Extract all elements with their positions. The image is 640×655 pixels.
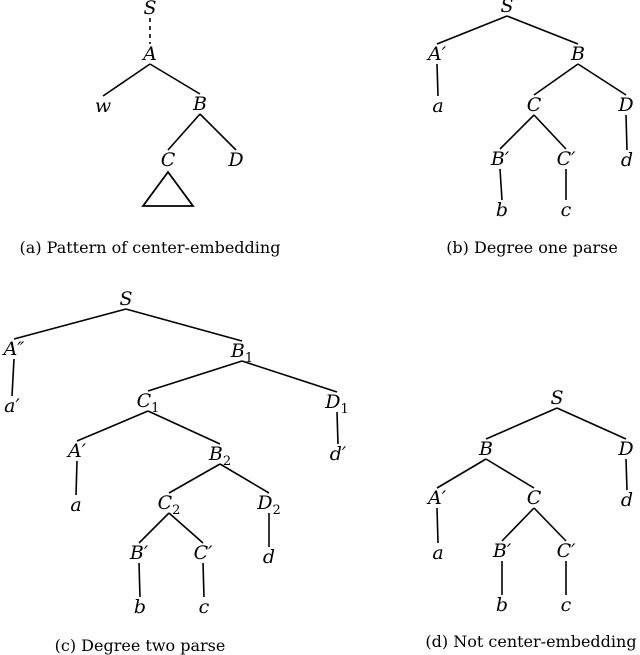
edge-B-C (167, 113, 201, 151)
caption-d: (d) Not center-embedding (425, 632, 636, 651)
edge-A1-a (75, 460, 78, 496)
panel-b: S A′ a B C Dd B′ C′ b c (b) Degree one parse (426, 0, 634, 257)
node-A1: A′ (426, 487, 447, 509)
node-d: d (263, 546, 275, 568)
edge-C2-Bp (138, 512, 170, 544)
panel-a: S Aw B C D (a) Pattern of center-embedding (20, 0, 281, 257)
node-c: c (199, 596, 210, 618)
edge-B-C (485, 458, 535, 489)
subtree-triangle (141, 170, 195, 207)
edge-C1-A1 (76, 410, 149, 442)
node-A2: A″ (2, 338, 25, 360)
panel-d: S B Dd A′ a C B′ C′ b c (d) Not center-embedding (425, 387, 636, 651)
edge-S-B (506, 15, 579, 45)
edge-A-w (102, 63, 151, 97)
node-A1: A′ (66, 440, 87, 462)
caption-a: (a) Pattern of center-embedding (20, 238, 281, 257)
node-subscript: 2 (272, 503, 280, 518)
node-B: B (570, 43, 585, 65)
node-D: D (617, 94, 633, 116)
node-S: S (500, 0, 513, 17)
edge-C-B1 (499, 114, 535, 150)
node-d: d (621, 489, 633, 511)
node-a: a (70, 494, 81, 516)
node-Bp: B′ (129, 542, 149, 564)
node-Cp: C′ (557, 540, 577, 562)
edge-D-d (625, 458, 628, 491)
edge-B-C (533, 63, 579, 96)
node-C: C (527, 487, 542, 509)
node-B: B (192, 93, 207, 115)
edge-A1-a (436, 63, 439, 97)
node-C1: C′ (557, 148, 577, 170)
edge-B-A1 (436, 458, 487, 489)
edge-C1-B2 (147, 410, 221, 445)
node-S: S (550, 387, 563, 409)
node-c: c (561, 594, 572, 616)
edge-B-D (199, 113, 237, 151)
node-S: S (143, 0, 156, 19)
node-A: A (141, 43, 157, 65)
edge-A1-a (436, 507, 439, 544)
node-B1: B1 (230, 340, 253, 366)
edge-D1-d1 (336, 411, 339, 445)
node-C: C (527, 94, 542, 116)
edge-B2-C2 (168, 463, 221, 494)
node-B: B (478, 438, 493, 460)
edge-C2-Cp (168, 512, 204, 544)
edge-Cp-c (202, 562, 205, 598)
node-B1: B′ (490, 148, 510, 170)
edge-C-C1 (533, 114, 567, 150)
node-d1: d′ (330, 443, 347, 465)
node-D: D (617, 438, 633, 460)
node-subscript: 1 (340, 402, 348, 417)
node-d: d (621, 149, 633, 171)
edge-A2-a1 (11, 358, 15, 397)
edge-A-B (149, 63, 201, 95)
edge-B2-D2 (219, 463, 270, 494)
node-a: a (432, 95, 443, 117)
edge-S-B1 (125, 308, 243, 342)
edge-B1-C1 (147, 360, 243, 392)
node-subscript: 2 (172, 503, 180, 518)
edge-D-d (625, 114, 628, 151)
node-C1: C1 (137, 390, 160, 416)
node-subscript: 2 (223, 454, 231, 469)
caption-b: (b) Degree one parse (446, 238, 618, 257)
edge-C-Cp (533, 507, 567, 542)
node-a: a (432, 542, 443, 564)
node-S: S (119, 288, 132, 310)
node-c: c (561, 199, 572, 221)
node-A1: A′ (426, 43, 447, 65)
node-C: C (161, 149, 176, 171)
node-D: D (227, 149, 243, 171)
edge-S-D (556, 407, 627, 440)
node-Cp: C′ (194, 542, 214, 564)
edge-S-B (485, 407, 558, 440)
edge-B-D (577, 63, 627, 96)
node-b: b (496, 594, 508, 616)
edge-C-Bp (501, 507, 535, 542)
node-b: b (134, 596, 146, 618)
node-a1: a′ (4, 395, 20, 417)
node-subscript: 1 (245, 351, 253, 366)
edge-S-A1 (436, 15, 508, 45)
node-Bp: B′ (492, 540, 512, 562)
node-w: w (95, 95, 111, 117)
node-subscript: 1 (151, 401, 159, 416)
caption-c: (c) Degree two parse (55, 636, 226, 655)
edge-B1-b (499, 168, 503, 201)
edge-S-A2 (13, 308, 127, 340)
node-b: b (496, 199, 508, 221)
edge-Bp-b (138, 562, 141, 598)
edge-B1-D1 (241, 360, 338, 393)
